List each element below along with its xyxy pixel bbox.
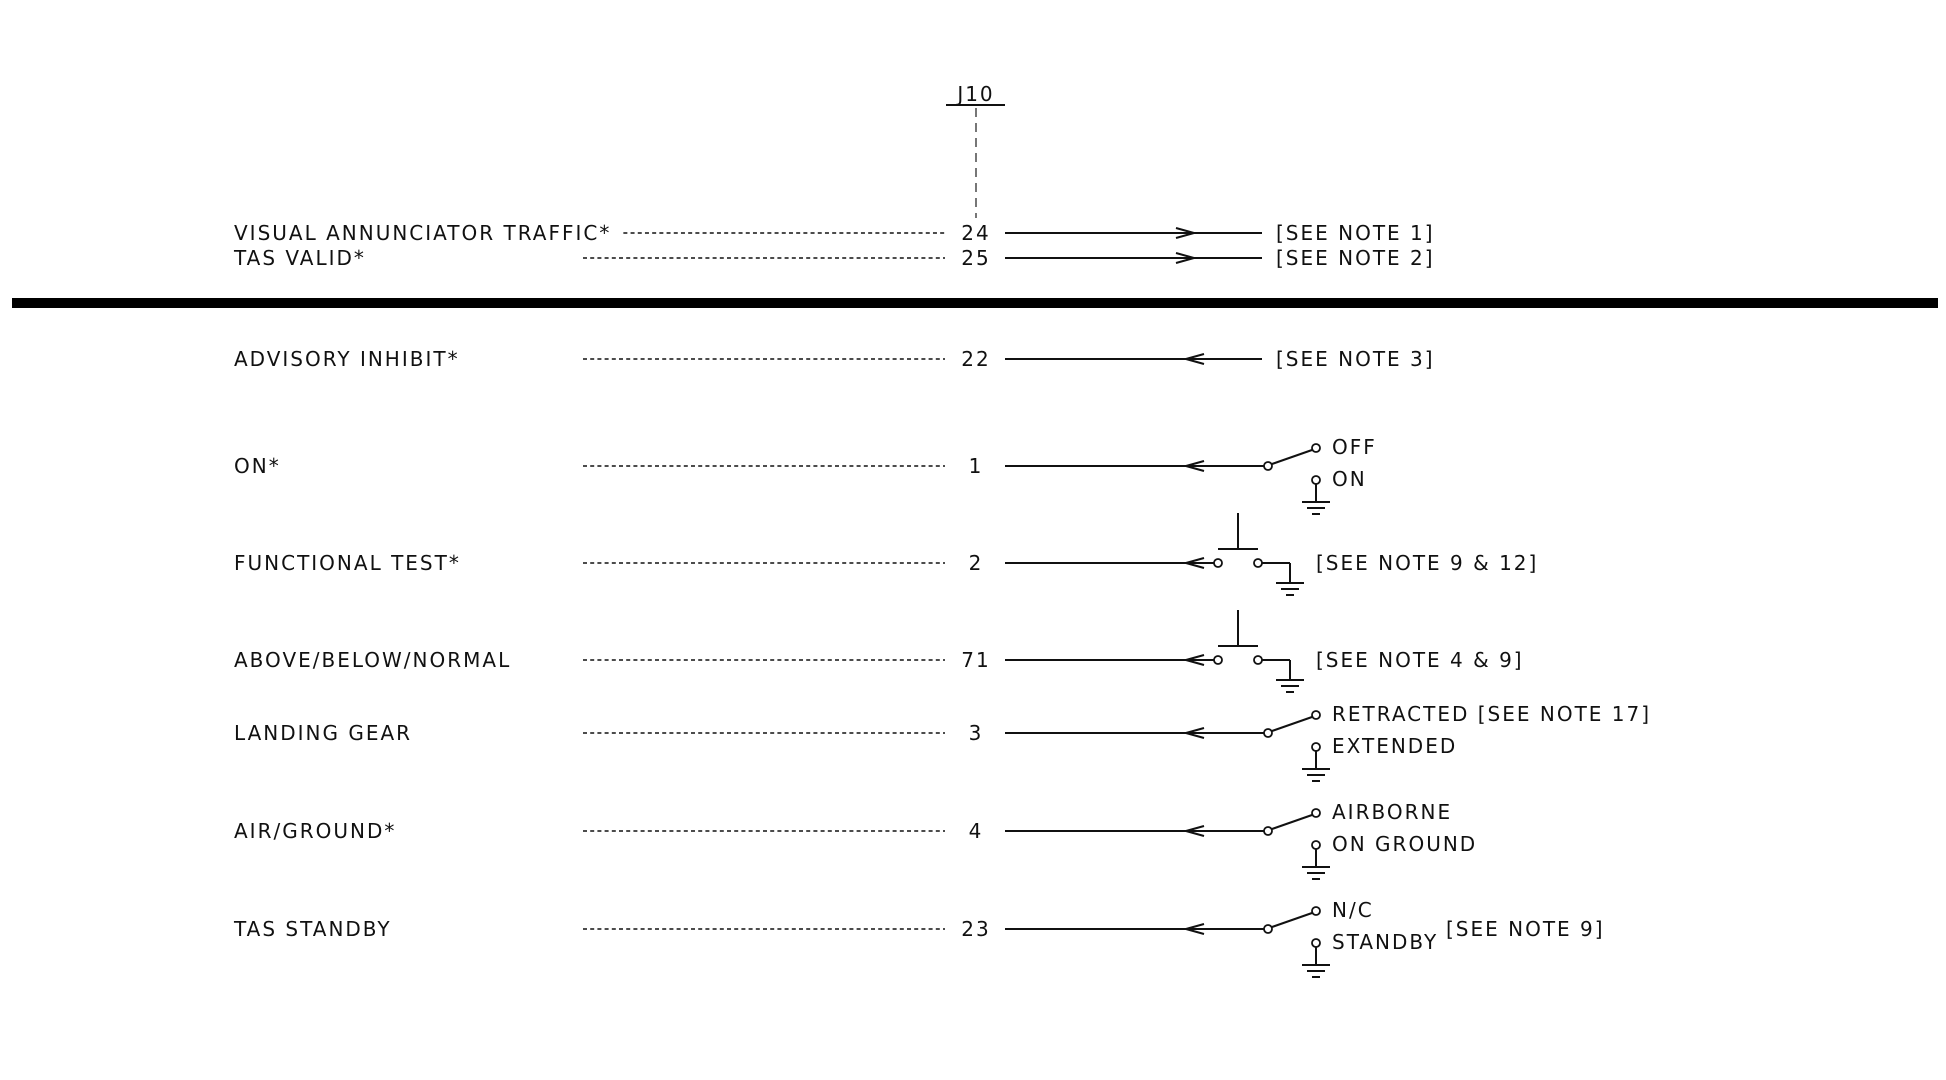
switch-bottom-terminal [1311, 742, 1321, 752]
switch-top-terminal [1311, 808, 1321, 818]
switch-bottom-terminal [1311, 840, 1321, 850]
note-reference: [SEE NOTE 3] [1276, 347, 1435, 371]
switch-bottom-terminal [1311, 938, 1321, 948]
signal-row: VISUAL ANNUNCIATOR TRAFFIC* 24 [SEE NOTE 1… [234, 221, 1435, 245]
signal-label: TAS VALID* [233, 246, 366, 270]
signal-row: TAS STANDBY 23 N/C STANDBY [SEE NOTE 9] [233, 898, 1605, 978]
switch-position-bottom: ON [1332, 467, 1367, 491]
arrow-in-icon [1185, 654, 1205, 666]
pin-number: 23 [961, 917, 990, 941]
switch-position-top: AIRBORNE [1332, 800, 1452, 824]
arrow-in-icon [1185, 460, 1205, 472]
note-reference: [SEE NOTE 9] [1446, 917, 1605, 941]
signal-label: TAS STANDBY [233, 917, 392, 941]
pin-number: 4 [969, 819, 984, 843]
signal-row: ABOVE/BELOW/NORMAL 71 [SEE NOTE 4 & 9] [234, 610, 1524, 693]
pin-number: 24 [961, 221, 990, 245]
arrow-in-icon [1185, 353, 1205, 365]
signal-label: ABOVE/BELOW/NORMAL [234, 648, 511, 672]
pin-number: 22 [961, 347, 990, 371]
switch-position-top: RETRACTED [SEE NOTE 17] [1332, 702, 1651, 726]
pin-number: 1 [969, 454, 984, 478]
signal-label: VISUAL ANNUNCIATOR TRAFFIC* [234, 221, 611, 245]
signal-label: ADVISORY INHIBIT* [234, 347, 460, 371]
signal-label: LANDING GEAR [234, 721, 412, 745]
switch-pivot-terminal [1263, 924, 1273, 934]
arrow-out-icon [1175, 227, 1198, 239]
pushbutton-terminal [1213, 558, 1223, 568]
signal-row: ADVISORY INHIBIT* 22 [SEE NOTE 3] [234, 347, 1435, 371]
note-reference: [SEE NOTE 9 & 12] [1316, 551, 1538, 575]
switch-blade [1271, 912, 1313, 928]
signal-rows: VISUAL ANNUNCIATOR TRAFFIC*24[SEE NOTE 1… [233, 221, 1651, 978]
pushbutton-terminal [1253, 558, 1263, 568]
signal-row: ON* 1 OFF ON [234, 435, 1377, 515]
signal-row: LANDING GEAR 3 RETRACTED [SEE NOTE 17] EXTE… [234, 702, 1651, 782]
note-reference: [SEE NOTE 4 & 9] [1316, 648, 1524, 672]
arrow-in-icon [1185, 923, 1205, 935]
switch-top-terminal [1311, 443, 1321, 453]
switch-position-bottom: STANDBY [1332, 930, 1438, 954]
arrow-out-icon [1175, 252, 1198, 264]
arrow-in-icon [1185, 557, 1205, 569]
arrow-in-icon [1185, 825, 1205, 837]
signal-label: ON* [234, 454, 281, 478]
switch-bottom-terminal [1311, 475, 1321, 485]
switch-position-bottom: ON GROUND [1332, 832, 1477, 856]
switch-blade [1271, 716, 1313, 732]
signal-row: TAS VALID* 25 [SEE NOTE 2] [233, 246, 1435, 270]
pin-number: 25 [961, 246, 990, 270]
switch-position-top: OFF [1332, 435, 1377, 459]
switch-top-terminal [1311, 710, 1321, 720]
signal-label: AIR/GROUND* [234, 819, 396, 843]
switch-position-top: N/C [1332, 898, 1374, 922]
pushbutton-terminal [1253, 655, 1263, 665]
pushbutton-terminal [1213, 655, 1223, 665]
arrow-in-icon [1185, 727, 1205, 739]
signal-row: FUNCTIONAL TEST* 2 [SEE NOTE 9 & 12] [234, 513, 1538, 596]
signal-row: AIR/GROUND* 4 AIRBORNE ON GROUND [234, 800, 1477, 880]
signal-label: FUNCTIONAL TEST* [234, 551, 461, 575]
switch-pivot-terminal [1263, 728, 1273, 738]
switch-position-bottom: EXTENDED [1332, 734, 1457, 758]
switch-blade [1271, 449, 1313, 465]
switch-pivot-terminal [1263, 826, 1273, 836]
connector-label: J10 [955, 82, 994, 106]
pin-number: 71 [961, 648, 990, 672]
pin-number: 3 [969, 721, 984, 745]
switch-pivot-terminal [1263, 461, 1273, 471]
connector-header: J10 [946, 82, 1005, 218]
switch-top-terminal [1311, 906, 1321, 916]
switch-blade [1271, 814, 1313, 830]
note-reference: [SEE NOTE 2] [1276, 246, 1435, 270]
pin-number: 2 [969, 551, 984, 575]
note-reference: [SEE NOTE 1] [1276, 221, 1435, 245]
